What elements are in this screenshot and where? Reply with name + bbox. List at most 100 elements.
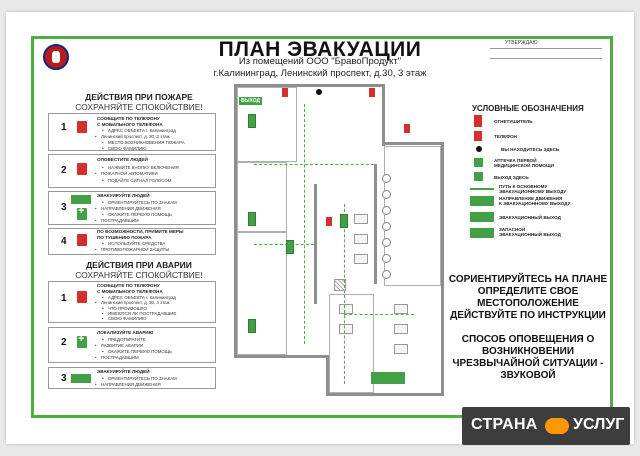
legend-item-4: АПТЕЧКА ПЕРВОЙ МЕДИЦИНСКОЙ ПОМОЩИ — [494, 158, 554, 168]
first-aid-plan-icon — [340, 214, 348, 228]
fire-step-3-number: 3 — [61, 202, 67, 213]
plan-desk — [394, 324, 408, 334]
extinguisher-plan-icon — [282, 88, 288, 97]
accident-step-2-line-2: РАЗВИТИЕ АВАРИИ — [95, 343, 143, 349]
approve-line — [490, 48, 602, 49]
plan-desk — [339, 304, 353, 314]
fire-step-1-line-2: Ленинский проспект, д. 30, 3 этаж — [95, 134, 170, 140]
fire-calm-text: СОХРАНЯЙТЕ СПОКОЙСТВИЕ! — [75, 102, 203, 112]
fire-step-4-line-1: ИСПОЛЬЗУЙТЕ СРЕДСТВА — [102, 241, 165, 247]
first-aid-icon — [77, 205, 87, 220]
legend-direction-sign-icon — [470, 196, 494, 206]
fire-step-1-line-4: СВОЮ ФАМИЛИЮ — [102, 146, 147, 152]
watermark-left: СТРАНА — [471, 416, 538, 433]
floor-plan: ВЫХОД — [234, 84, 444, 396]
plan-wall-left — [234, 84, 237, 358]
plan-desk — [354, 254, 368, 264]
exit-label: ВЫХОД — [239, 97, 263, 105]
extinguisher-plan-icon — [404, 124, 410, 133]
spare-exit-block — [371, 372, 405, 384]
legend-item-9: ЗАПАСНОЙ ЭВАКУАЦИОННЫЙ ВЫХОД — [499, 227, 561, 237]
first-aid-icon-2 — [77, 333, 87, 348]
fire-step-2-line-3: ПОДАЙТЕ СИГНАЛ ГОЛОСОМ — [102, 178, 171, 184]
legend-phone-icon — [474, 131, 482, 141]
exit-sign-icon — [286, 240, 294, 254]
legend-item-5: ВЫХОД ЗДЕСЬ — [494, 175, 529, 180]
fire-step-3-head: ЭВАКУИРУЙТЕ ЛЮДЕЙ — [97, 193, 150, 198]
plan-seat — [382, 270, 391, 279]
page-subtitle: Из помещений ООО "БравоПродукт" г.Калини… — [165, 56, 475, 80]
accident-step-1-head: СООБЩИТЕ ПО ТЕЛЕФОНУ С МОБИЛЬНОГО ТЕЛЕФО… — [97, 283, 163, 294]
accident-step-2-head: ЛОКАЛИЗУЙТЕ АВАРИЮ — [97, 330, 154, 335]
legend-route-line-icon — [470, 188, 494, 190]
fire-step-4-number: 4 — [61, 236, 67, 247]
fire-step-4-head: ПО ВОЗМОЖНОСТИ, ПРИМИТЕ МЕРЫ ПО ТУШЕНИЮ … — [97, 229, 184, 240]
accident-step-1-line-2: Ленинский проспект, д. 30, 3 этаж — [95, 300, 170, 306]
plan-wall-bottom — [326, 393, 444, 396]
fire-alarm-plan-icon — [326, 217, 332, 226]
accident-step-2-line-4: ПОСТРАДАВШИМ — [95, 355, 139, 361]
legend-first-aid-icon — [474, 158, 483, 167]
accident-step-1-number: 1 — [61, 293, 67, 304]
accident-calm-text: СОХРАНЯЙТЕ СПОКОЙСТВИЕ! — [75, 270, 203, 280]
legend-item-7: НАПРАВЛЕНИЕ ДВИЖЕНИЯ К ЭВАКУАЦИОННОМУ ВЫ… — [499, 196, 571, 206]
fire-step-3-line-2: НАПРАВЛЕНИЯ ДВИЖЕНИЯ — [95, 206, 161, 212]
plan-wall-right-step — [382, 142, 444, 145]
exit-sign-icon — [248, 212, 256, 226]
plan-wall-bottom-step — [326, 355, 329, 396]
fire-step-1-line-1: АДРЕС ОБЪЕКТА г. Калининград — [102, 128, 176, 134]
accident-step-3-line-1: ОРИЕНТИРУЙТЕСЬ ПО ЗНАКАМ — [102, 376, 177, 382]
approve-label: УТВЕРЖДАЮ — [505, 40, 538, 46]
accident-step-1-line-5: СВОЮ ФАМИЛИЮ — [102, 316, 147, 322]
plan-wall-right — [441, 142, 444, 396]
accident-step-3-head: ЭВАКУИРУЙТЕ ЛЮДЕЙ — [97, 369, 150, 374]
accident-step-1-line-3: ЧТО ПРОИЗОШЛО — [102, 306, 147, 312]
accident-step-3-line-2: НАПРАВЛЕНИЯ ДВИЖЕНИЯ — [95, 382, 161, 388]
phone-icon-2 — [77, 291, 87, 303]
phone-plan-icon — [369, 88, 375, 97]
plan-seat — [382, 222, 391, 231]
you-are-here-icon — [316, 89, 322, 95]
fire-step-2-head: ОПОВЕСТИТЕ ЛЮДЕЙ — [97, 157, 148, 162]
accident-step-2-number: 2 — [61, 337, 67, 348]
plan-wall-top-right — [382, 84, 385, 146]
green-frame — [31, 36, 613, 418]
subtitle-line-2: г.Калининград, Ленинский проспект, д.30,… — [213, 68, 427, 79]
fire-step-1-number: 1 — [61, 122, 67, 133]
plan-room-2 — [237, 162, 287, 232]
fire-step-1-head: СООБЩИТЕ ПО ТЕЛЕФОНУ С МОБИЛЬНОГО ТЕЛЕФО… — [97, 116, 163, 127]
exit-direction-sign-icon-2 — [71, 374, 91, 383]
legend-title: УСЛОВНЫЕ ОБОЗНАЧЕНИЯ — [472, 104, 584, 113]
accident-step-1-line-1: АДРЕС ОБЪЕКТА г. Калининград — [102, 295, 176, 301]
route-path-line — [254, 244, 314, 245]
plan-seat — [382, 190, 391, 199]
logo-icon — [43, 44, 69, 70]
plan-wall-center-2 — [374, 164, 377, 284]
alarm-button-icon — [77, 163, 87, 175]
legend-exit-sign-icon — [470, 212, 494, 222]
plan-desk — [354, 234, 368, 244]
approve-line-2 — [490, 58, 602, 59]
extinguisher-icon — [77, 234, 87, 246]
handshake-icon — [545, 418, 569, 434]
fire-step-3-line-3: ОКАЖИТЕ ПЕРВУЮ ПОМОЩЬ — [102, 212, 172, 218]
plan-room-5 — [384, 146, 441, 286]
fire-step-2-line-2: ПОЖАРНОЙ АВТОМАТИКИ — [95, 171, 158, 177]
fire-step-2-line-1: НАЖМИТЕ КНОПКУ ВКЛЮЧЕНИЯ — [102, 165, 179, 171]
legend-item-2: ТЕЛЕФОН — [494, 134, 517, 139]
fire-step-3-line-4: ПОСТРАДАВШИМ — [95, 218, 139, 224]
plan-desk — [354, 214, 368, 224]
exit-sign-icon — [248, 319, 256, 333]
orient-message: СОРИЕНТИРУЙТЕСЬ НА ПЛАНЕ ОПРЕДЕЛИТЕ СВОЕ… — [448, 274, 608, 321]
legend-item-3: ВЫ НАХОДИТЕСЬ ЗДЕСЬ — [501, 147, 560, 152]
legend-exit-here-icon — [474, 172, 483, 181]
plan-seat — [382, 206, 391, 215]
legend-spare-exit-icon — [470, 228, 494, 238]
page-title: ПЛАН ЭВАКУАЦИИ — [218, 38, 422, 61]
plan-seat — [382, 174, 391, 183]
route-path-line — [344, 314, 414, 315]
exit-direction-sign-icon — [71, 195, 91, 204]
plan-seat — [382, 254, 391, 263]
plan-wall-center — [314, 184, 317, 304]
route-path-line — [254, 164, 374, 165]
